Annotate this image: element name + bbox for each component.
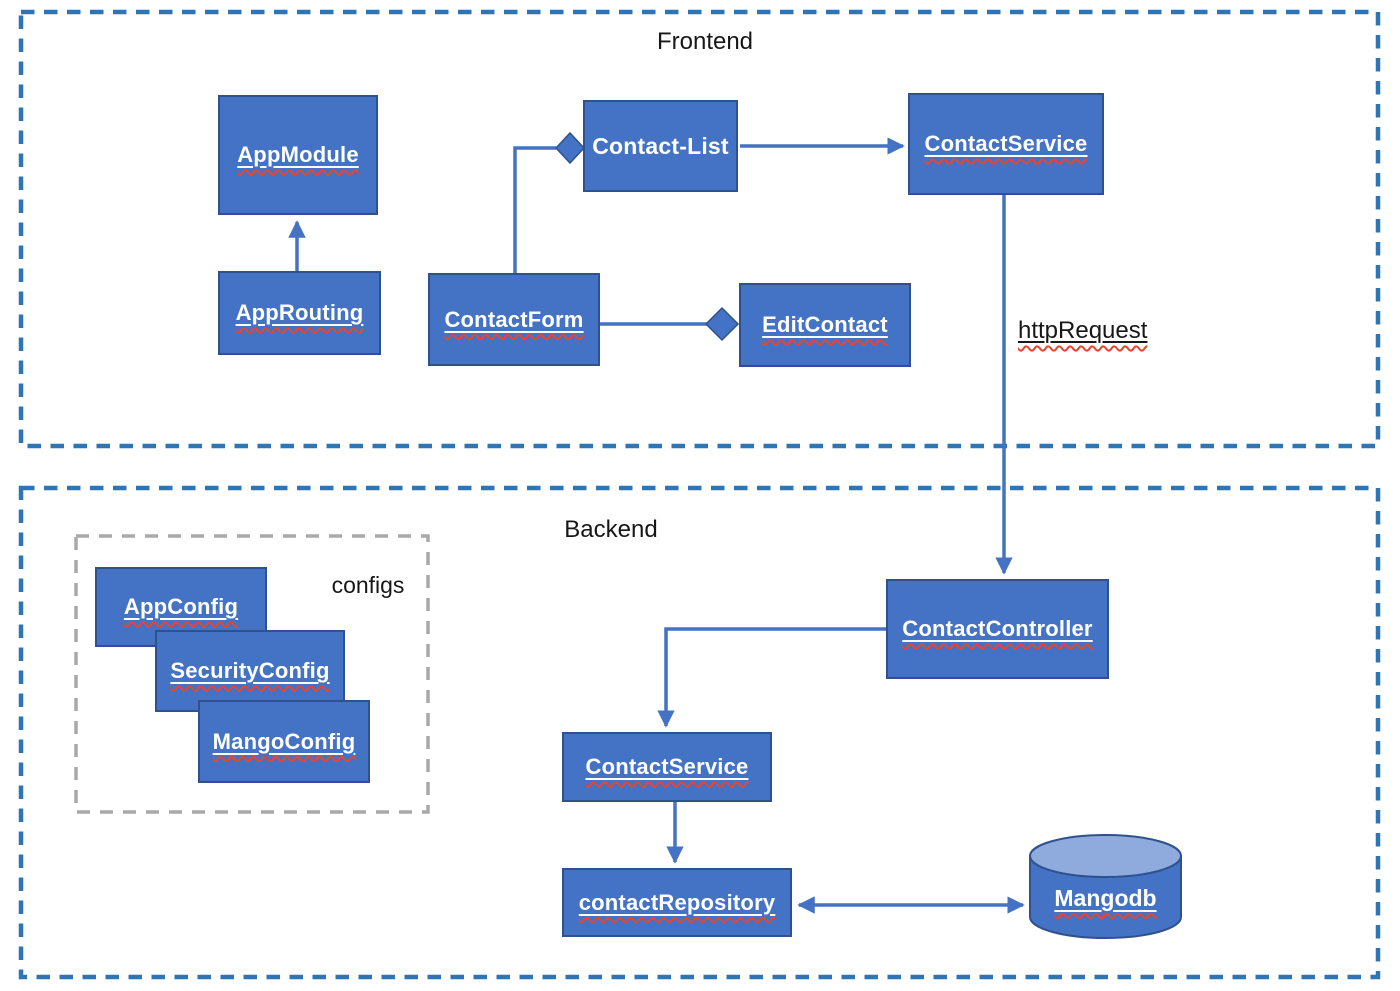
configs-label: configs	[331, 572, 405, 598]
node-contact-list: Contact-List	[583, 100, 738, 192]
node-contact-controller-label: ContactController	[902, 616, 1093, 641]
backend-label: Backend	[564, 516, 658, 543]
node-contact-service-backend: ContactService	[562, 732, 772, 802]
aggregation-diamond-editcontact	[704, 306, 740, 342]
node-app-module-label: AppModule	[237, 142, 359, 167]
node-contact-repository-label: contactRepository	[578, 889, 776, 915]
node-contact-form: ContactForm	[428, 273, 600, 366]
node-contact-controller: ContactController	[886, 579, 1109, 679]
node-contact-service-frontend: ContactService	[908, 93, 1104, 195]
aggregation-diamond-contactlist	[554, 131, 586, 165]
node-app-config-label: AppConfig	[123, 594, 239, 619]
mangodb-text: Mangodb	[1054, 884, 1157, 911]
node-app-module: AppModule	[218, 95, 378, 215]
mangodb-cylinder-body	[1029, 855, 1182, 939]
arrow-controller-to-service	[657, 627, 886, 728]
backend-frame	[18, 485, 1381, 980]
node-app-routing: AppRouting	[218, 271, 381, 355]
node-contact-repository: contactRepository	[562, 868, 792, 937]
mangodb-cylinder-top	[1029, 834, 1182, 878]
node-contact-list-label: Contact-List	[592, 132, 729, 159]
http-request-label: httpRequest	[1018, 317, 1148, 344]
node-edit-contact-label: EditContact	[762, 312, 888, 337]
node-contact-service-frontend-label: ContactService	[924, 131, 1088, 156]
node-mango-config: MangoConfig	[198, 700, 370, 783]
node-security-config-label: SecurityConfig	[170, 658, 330, 683]
node-contact-service-backend-label: ContactService	[585, 754, 749, 779]
frontend-label: Frontend	[656, 28, 754, 55]
node-mangodb-label: Mangodb	[1039, 878, 1172, 918]
node-edit-contact: EditContact	[739, 283, 911, 367]
connector-contactform-to-contactlist	[513, 146, 556, 273]
node-contact-form-label: ContactForm	[444, 306, 584, 332]
node-mango-config-label: MangoConfig	[212, 728, 356, 754]
node-app-routing-label: AppRouting	[235, 300, 364, 325]
node-security-config: SecurityConfig	[155, 630, 345, 712]
frontend-frame	[18, 9, 1381, 449]
configs-frame	[74, 534, 430, 814]
